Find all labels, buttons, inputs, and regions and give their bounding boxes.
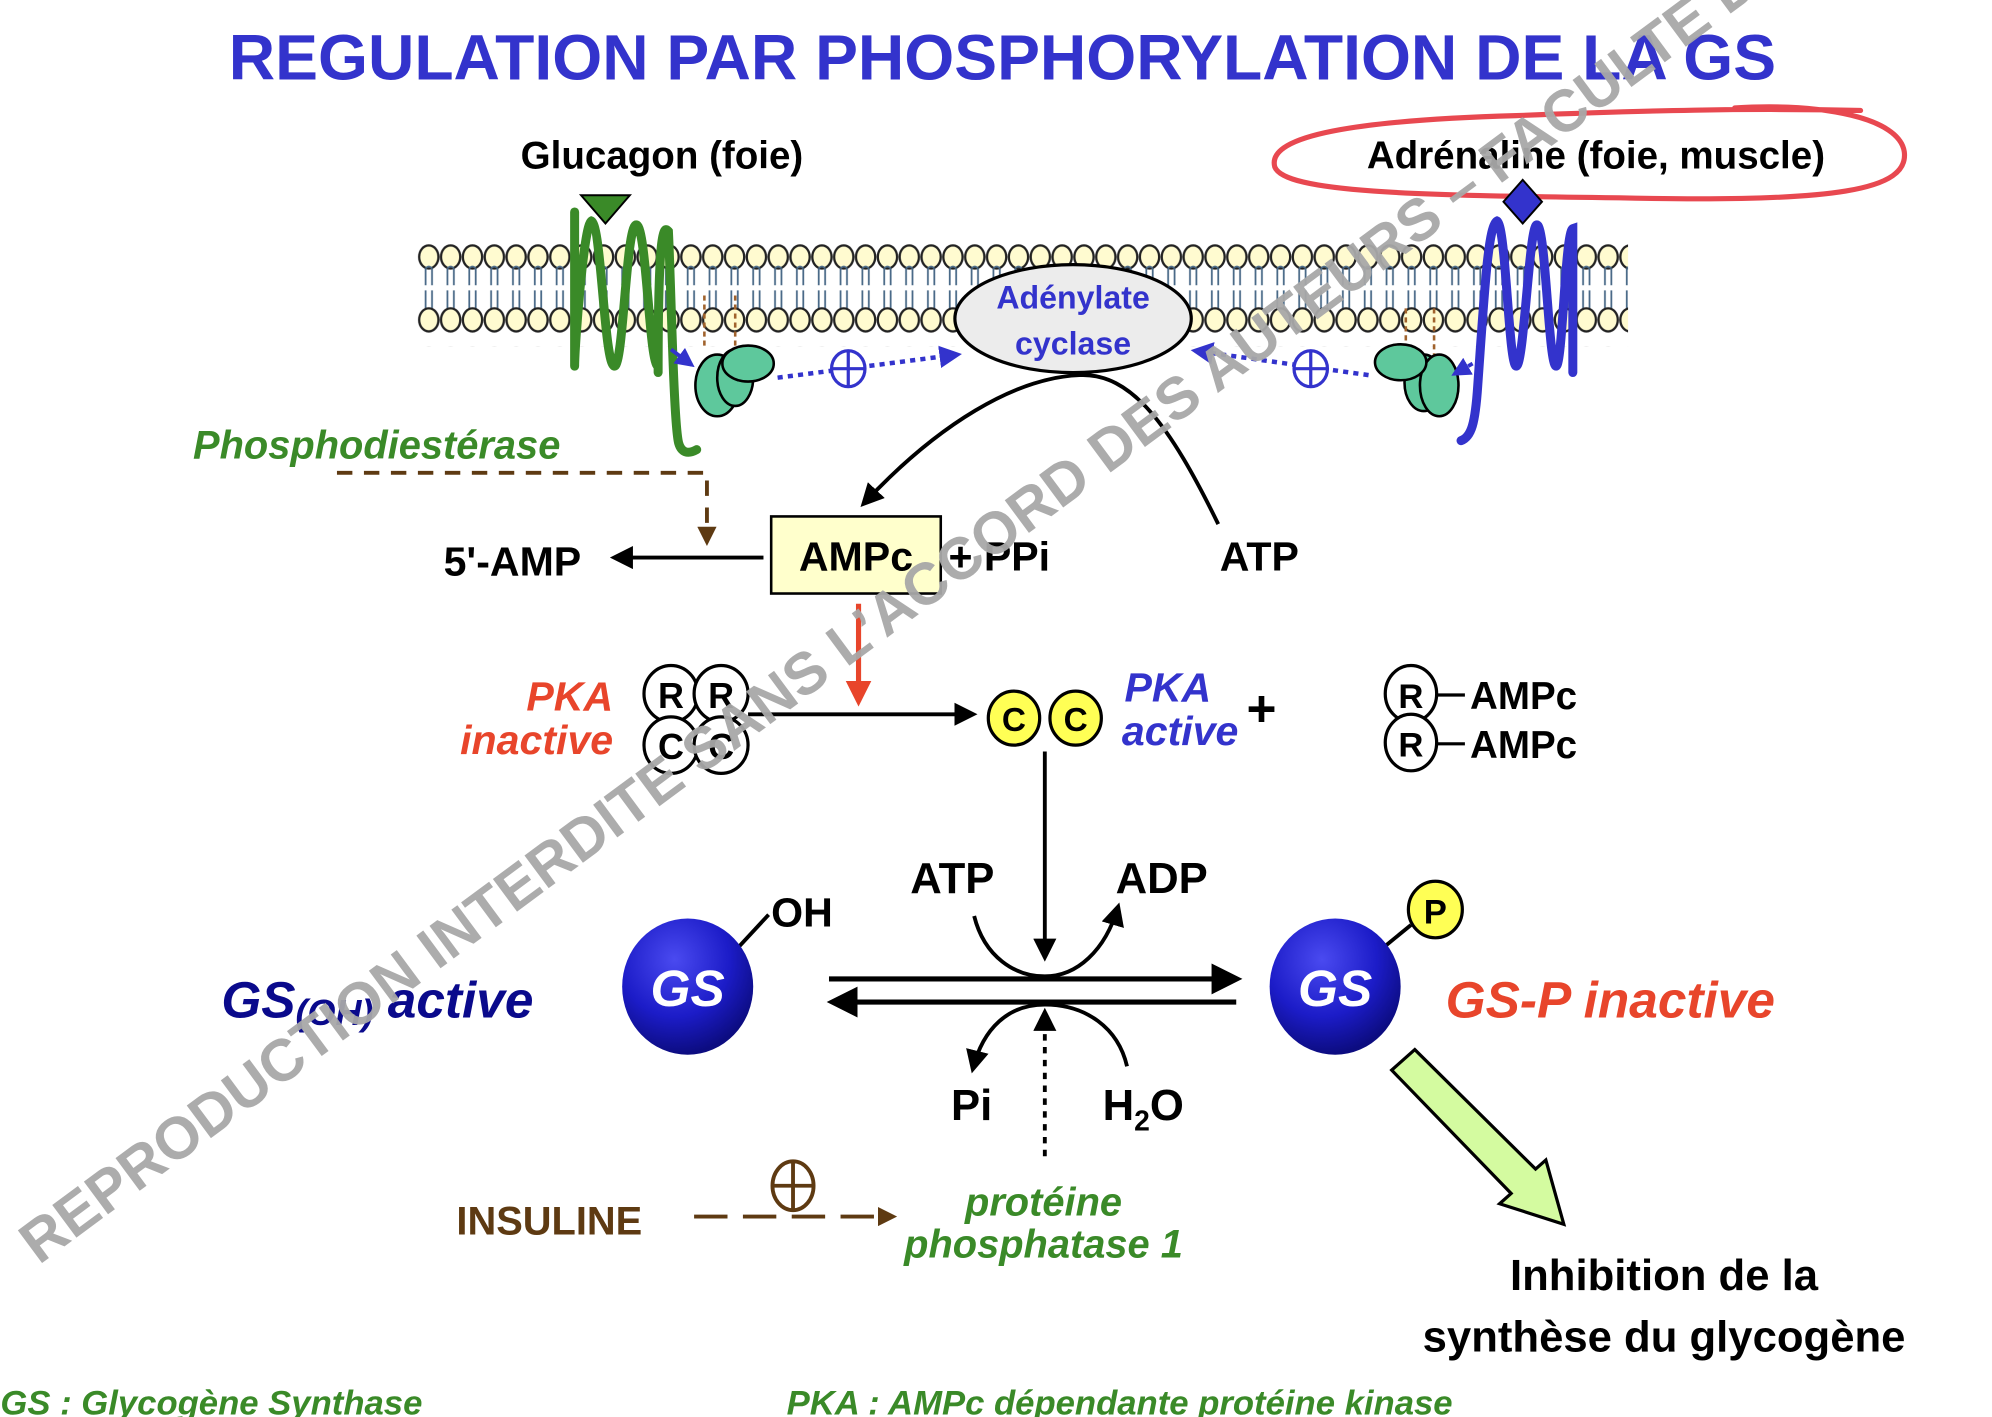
subunit-c-1: C [658,726,684,767]
ppi-label: + PPi [948,533,1050,579]
pi-label: Pi [951,1081,992,1130]
p-bond [1381,923,1413,950]
glucagon-label: Glucagon (foie) [521,134,804,177]
r-ampc-label-2: AMPc [1470,724,1577,767]
subunit-r-bound-2: R [1398,727,1423,765]
atp-label: ATP [910,854,994,903]
activation-arrow-right [1190,342,1369,378]
pka-inactive-label-line1: PKA [526,673,613,719]
gs-active-label: GS(OH) active [221,970,533,1033]
ampc-label: AMPc [799,533,913,579]
glucagon-receptor [570,207,702,457]
arrow-receptor-to-gprotein-right [1451,357,1474,376]
adp-label: ADP [1116,854,1208,903]
subunit-r-bound-1: R [1398,678,1423,716]
plus-sign: + [1247,679,1277,737]
h2o-to-pi-curve [966,1002,1129,1074]
phosphate-label: P [1424,894,1447,932]
adrenaline-ligand-icon [1502,178,1544,225]
phosphodiesterase-dashed-arrow [336,470,717,546]
activation-plus-icon-right [1292,349,1330,389]
outcome-line2: synthèse du glycogène [1423,1312,1906,1361]
ampc-box: AMPc [769,515,943,595]
atp-label-top: ATP [1220,533,1299,579]
pka-active-label-line2: active [1122,708,1239,754]
pp1-label-line1: protéine [964,1180,1122,1224]
g-protein-right [1373,308,1460,418]
oh-label: OH [771,889,833,935]
adenylate-cyclase-label-line2: cyclase [1015,326,1131,362]
gs-enzyme-inactive: GS [1269,918,1401,1055]
h2o-label: H2O [1103,1081,1184,1136]
gs-p-inactive-label: GS-P inactive [1446,970,1775,1028]
pka-active-label-line1: PKA [1124,664,1211,710]
pka-holoenzyme: R R C C [642,663,750,775]
atp-to-adp-curve [972,902,1124,979]
subunit-c-active-2: C [1064,702,1088,739]
insulin-activation-plus-icon [770,1159,816,1213]
regulatory-subunits-bound: R R AMPc AMPc [1383,663,1577,773]
pka-catalytic-subunits: C C [986,689,1103,747]
highlight-circle-annotation [1271,104,1907,202]
phosphodiesterase-label: Phosphodiestérase [193,424,560,468]
adrenaline-receptor [1456,216,1578,446]
activation-arrow-left [777,345,962,380]
r-ampc-label-1: AMPc [1470,675,1577,718]
subunit-r-2: R [708,675,734,716]
activation-plus-icon-left [829,349,867,389]
watermark: REPRODUCTION INTERDITE SANS L’ACCORD DES… [7,0,1992,1276]
adenylate-cyclase: Adénylate cyclase [953,263,1193,375]
gs-active-sphere-label: GS [651,959,725,1017]
phosphate-group: P [1406,879,1464,940]
adrenaline-label: Adrénaline (foie, muscle) [1367,134,1825,177]
g-protein-left [694,295,776,418]
page-title: REGULATION PAR PHOSPHORYLATION DE LA GS [229,22,1776,94]
atp-to-ampc-arrow [860,373,1220,525]
outcome-line1: Inhibition de la [1510,1251,1819,1300]
pka-inactive-label-line2: inactive [460,717,613,763]
insulin-label: INSULINE [456,1200,642,1244]
subunit-c-2: C [708,726,734,767]
gs-inactive-sphere-label: GS [1298,959,1372,1017]
legend-pka: PKA : AMPc dépendante protéine kinase [787,1384,1453,1417]
glucagon-ligand-icon [578,194,632,226]
legend-gs: GS : Glycogène Synthase [0,1384,422,1417]
adenylate-cyclase-label-line1: Adénylate [996,279,1149,315]
subunit-r-1: R [658,675,684,716]
gs-enzyme-active: GS [622,918,754,1055]
pp1-label-line2: phosphatase 1 [903,1223,1183,1267]
subunit-c-active-1: C [1002,702,1026,739]
5amp-label: 5'-AMP [444,539,582,585]
oh-bond [733,913,771,952]
arrow-receptor-to-gprotein-left [669,347,695,368]
outcome-arrow [1389,1047,1567,1227]
